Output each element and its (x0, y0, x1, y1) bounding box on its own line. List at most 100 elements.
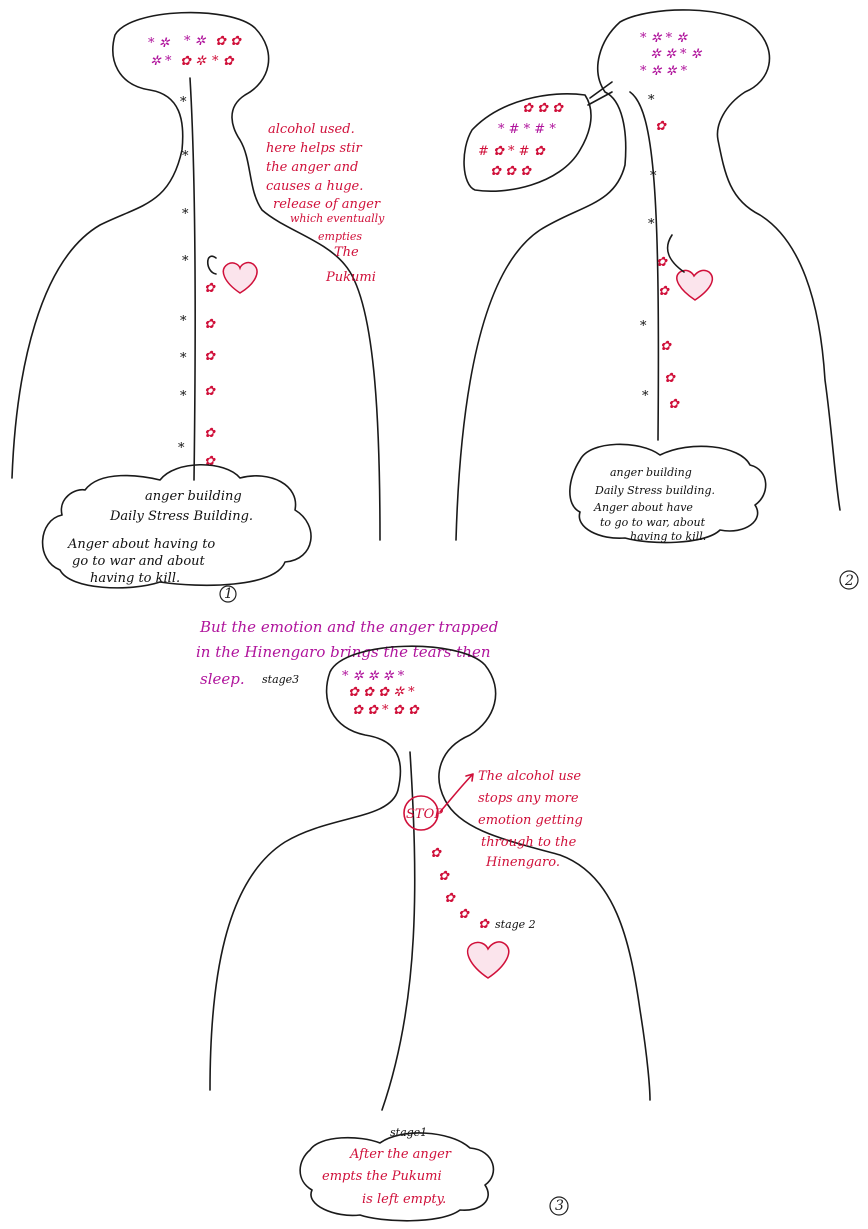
panel-3-brain-symbols: * ✲ ✲ ✲ * ✿ ✿ ✿ ✲ * ✿ ✿ * ✿ ✿ (342, 669, 420, 718)
svg-text:✿ ✿ ✿: ✿ ✿ ✿ (522, 101, 564, 116)
panel-1-body-outline (12, 13, 380, 540)
svg-text:✿: ✿ (204, 384, 216, 399)
svg-text:✿ ✿ * ✿ ✿: ✿ ✿ * ✿ ✿ (352, 703, 420, 718)
p3-cloud-line-3: is left empty. (362, 1192, 446, 1207)
panel-1-side-note: alcohol used. here helps stir the anger … (266, 122, 385, 285)
svg-text:* # * # *: * # * # * (498, 122, 556, 137)
svg-text:* ✲ ✲ ✲ *: * ✲ ✲ ✲ * (342, 669, 405, 684)
svg-text:* ✲: * ✲ (184, 34, 207, 49)
svg-text:* ✲ ✲ *: * ✲ ✲ * (640, 64, 688, 79)
panel-1-channel (190, 78, 195, 480)
svg-text:✲ *: ✲ * (150, 54, 172, 69)
svg-text:* ✲ * ✲: * ✲ * ✲ (640, 31, 688, 46)
panel-2-number: 2 (844, 573, 854, 589)
stop-label: STOP (406, 807, 443, 822)
p3-top-line-2: in the Hinengaro brings the tears then (196, 643, 491, 661)
svg-text:✿: ✿ (478, 917, 490, 932)
panel-3-heart (468, 942, 509, 978)
p3-note-line-4: through to the (481, 835, 577, 850)
panel-2-heart-arrow (668, 235, 684, 272)
p3-note-line-5: Hinengaro. (485, 855, 560, 870)
p1-note-line-3: the anger and (266, 160, 358, 175)
panel-3-number: 3 (555, 1198, 564, 1214)
panel-1-cloud-text: anger building Daily Stress Building. An… (67, 489, 253, 586)
svg-text:*: * (182, 207, 189, 222)
p1-note-line-8: The (334, 245, 359, 260)
svg-text:✿ ✿ ✿: ✿ ✿ ✿ (490, 164, 532, 179)
svg-text:✿: ✿ (204, 349, 216, 364)
svg-text:✿: ✿ (664, 371, 676, 386)
p2-cloud-line-1: anger building (610, 466, 692, 479)
panel-3: But the emotion and the anger trapped in… (196, 618, 650, 1221)
svg-text:*: * (180, 389, 187, 404)
panel-3-cloud-text: After the anger empts the Pukumi is left… (322, 1147, 452, 1207)
p1-note-line-4: causes a huge. (266, 179, 363, 194)
panel-2-channel (630, 92, 658, 440)
svg-text:*: * (180, 351, 187, 366)
p3-note-line-3: emotion getting (478, 813, 583, 828)
panel-3-side-note: The alcohol use stops any more emotion g… (478, 769, 583, 870)
svg-text:✿: ✿ (668, 397, 680, 412)
p2-cloud-line-5: having to kill. (630, 530, 706, 543)
p2-cloud-line-3: Anger about have (593, 501, 693, 514)
svg-text:*: * (178, 441, 185, 456)
panel-3-anger-blobs: ✿ ✿ ✿ ✿ ✿ (430, 846, 490, 932)
svg-text:*: * (640, 319, 647, 334)
p1-cloud-line-2: Daily Stress Building. (109, 509, 253, 524)
svg-text:*: * (180, 95, 187, 110)
p1-note-line-1: alcohol used. (268, 122, 355, 137)
p3-cloud-line-2: empts the Pukumi (322, 1169, 442, 1184)
p1-cloud-line-4: go to war and about (72, 554, 206, 569)
panel-2: * ✲ * ✲ ✲ ✲ * ✲ * ✲ ✲ * ✿ ✿ ✿ * # * # * … (456, 10, 858, 589)
p3-top-line-1: But the emotion and the anger trapped (199, 618, 498, 636)
svg-text:*: * (182, 149, 189, 164)
p3-cloud-line-1: After the anger (349, 1147, 452, 1162)
p1-note-line-5: release of anger (273, 197, 381, 212)
p1-cloud-line-5: having to kill. (90, 571, 180, 586)
svg-text:*: * (650, 169, 657, 184)
panel-1-brain-symbols: * ✲ * ✲ ✿ ✿ ✲ * ✿ ✲ * ✿ (148, 34, 242, 69)
p3-top-line-3: sleep. (200, 670, 245, 688)
svg-text:*: * (648, 217, 655, 232)
svg-text:*: * (182, 254, 189, 269)
svg-text:✿: ✿ (444, 891, 456, 906)
panel-2-leaf-symbols: ✿ ✿ ✿ * # * # * # ✿ * # ✿ ✿ ✿ ✿ (478, 101, 564, 179)
svg-text:✿: ✿ (660, 339, 672, 354)
panel-1-anger-blobs: ✿ ✿ ✿ ✿ ✿ ✿ (204, 281, 216, 469)
svg-text:✿: ✿ (655, 119, 667, 134)
panel-2-leaf-link (588, 82, 612, 105)
p1-note-line-9: Pukumi (325, 270, 376, 285)
panel-3-channel (382, 752, 415, 1110)
svg-text:* ✲: * ✲ (148, 36, 171, 51)
svg-text:✿: ✿ (204, 454, 216, 469)
panel-2-body-outline (456, 10, 840, 540)
panel-1-channel-stars: * * * * * * * * (178, 95, 189, 456)
svg-text:# ✿ * # ✿: # ✿ * # ✿ (478, 144, 546, 159)
p1-note-line-6: which eventually (290, 212, 385, 225)
panel-1-heart (223, 263, 257, 293)
p3-note-line-1: The alcohol use (478, 769, 581, 784)
svg-text:✿ ✿: ✿ ✿ (215, 34, 242, 49)
panel-1-number: 1 (224, 586, 233, 602)
panel-2-brain-symbols: * ✲ * ✲ ✲ ✲ * ✲ * ✲ ✲ * (640, 31, 703, 79)
stage3-label: stage3 (262, 673, 299, 686)
p3-note-line-2: stops any more (478, 791, 579, 806)
panel-3-body-outline (210, 646, 650, 1100)
svg-text:✿: ✿ (204, 426, 216, 441)
svg-text:✿: ✿ (438, 869, 450, 884)
svg-text:*: * (642, 389, 649, 404)
svg-text:*: * (648, 93, 655, 108)
p1-note-line-2: here helps stir (266, 141, 363, 156)
panel-2-heart (677, 270, 713, 300)
panel-1-heart-arrow (208, 256, 216, 274)
p1-cloud-line-3: Anger about having to (67, 537, 215, 552)
svg-text:✿: ✿ (204, 317, 216, 332)
svg-text:✿: ✿ (656, 255, 668, 270)
svg-text:✿: ✿ (458, 907, 470, 922)
svg-text:*: * (180, 314, 187, 329)
p1-cloud-line-1: anger building (145, 489, 242, 504)
svg-text:✲ ✲ * ✲: ✲ ✲ * ✲ (650, 47, 703, 62)
svg-text:✿: ✿ (430, 846, 442, 861)
svg-text:✿ ✿ ✿ ✲ *: ✿ ✿ ✿ ✲ * (348, 685, 415, 700)
panel-1: * ✲ * ✲ ✿ ✿ ✲ * ✿ ✲ * ✿ * * * * * * * * … (12, 13, 385, 602)
